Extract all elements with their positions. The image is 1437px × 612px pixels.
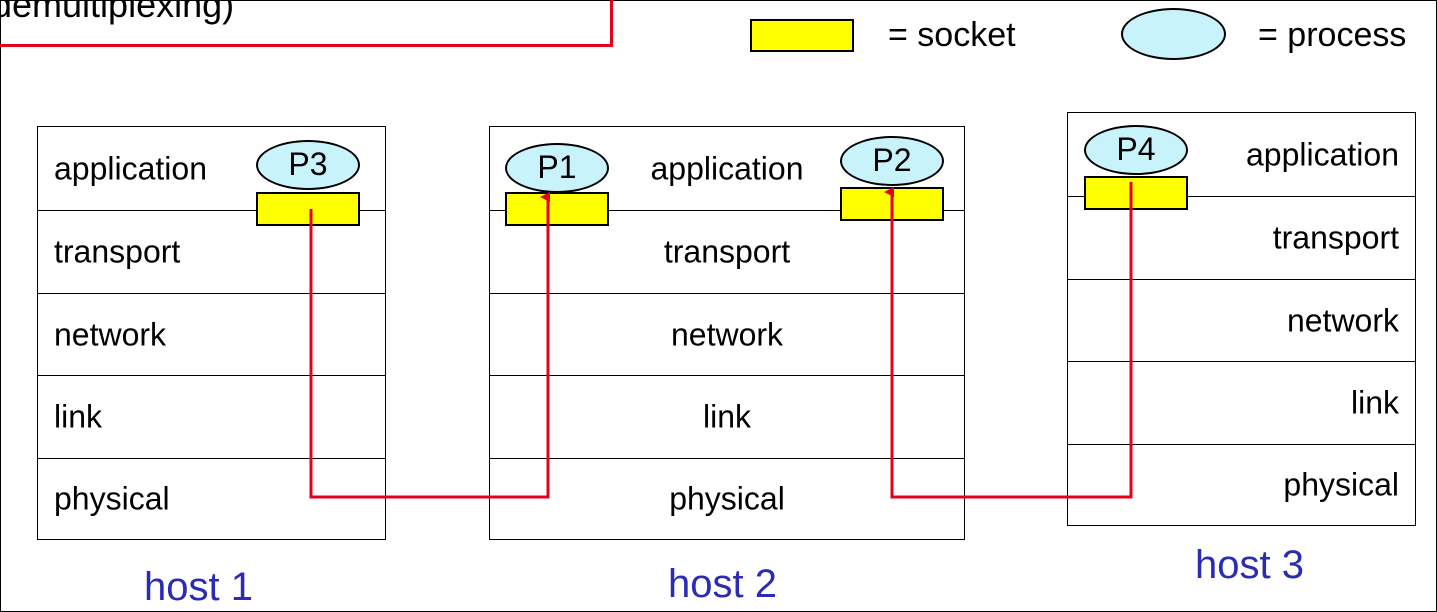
layer-network: network	[1068, 279, 1415, 361]
layer-physical: physical	[38, 458, 385, 539]
socket-p3	[256, 192, 360, 226]
layer-link: link	[38, 375, 385, 458]
legend-process-label: = process	[1258, 16, 1407, 54]
layer-link: link	[1068, 361, 1415, 444]
layer-application: application	[54, 150, 207, 186]
layer-transport: transport	[1068, 196, 1415, 279]
layer-transport: transport	[38, 210, 385, 293]
layer-application: application	[650, 150, 804, 186]
title-banner: demultiplexing)	[0, 0, 613, 47]
process-p4: P4	[1084, 125, 1188, 175]
host-2-stack: application transport network link physi…	[489, 126, 965, 540]
layer-physical: physical	[490, 458, 964, 539]
wire-p3-to-p1	[309, 192, 550, 499]
process-p2: P2	[840, 136, 944, 186]
legend-socket-swatch	[750, 19, 854, 52]
layer-link: link	[490, 375, 964, 458]
wire-p4-to-p2	[884, 182, 1133, 499]
title-text: demultiplexing)	[0, 0, 235, 25]
process-p1: P1	[505, 143, 609, 193]
layer-application: application	[1246, 136, 1399, 172]
layer-network: network	[490, 293, 964, 375]
process-p3: P3	[256, 140, 360, 190]
socket-p4	[1084, 176, 1188, 210]
layer-network: network	[38, 293, 385, 375]
host-2-label: host 2	[668, 562, 777, 606]
legend-process-swatch	[1121, 8, 1226, 60]
legend-socket-label: = socket	[888, 16, 1016, 54]
layer-transport: transport	[490, 210, 964, 293]
host-3-label: host 3	[1195, 543, 1304, 587]
socket-p1	[505, 192, 609, 226]
layer-physical: physical	[1068, 444, 1415, 525]
host-1-label: host 1	[144, 565, 253, 609]
